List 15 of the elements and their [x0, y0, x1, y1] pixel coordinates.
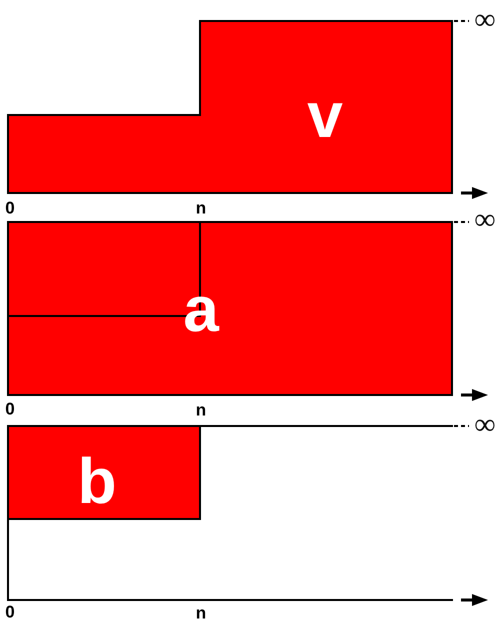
- infinity-symbol: ∞: [474, 5, 496, 35]
- rectangle-area: [7, 221, 453, 396]
- area-label: a: [183, 277, 219, 341]
- area-label: b: [77, 449, 117, 513]
- tick-label: n: [196, 402, 206, 418]
- infinity-symbol: ∞: [474, 410, 496, 440]
- tick-label: 0: [5, 400, 15, 418]
- tick-label: n: [196, 200, 206, 216]
- tick-label: n: [196, 604, 206, 622]
- infinity-symbol: ∞: [474, 205, 496, 235]
- rectangle-area: [7, 425, 201, 520]
- area-label: v: [307, 83, 343, 147]
- tick-label: 0: [5, 604, 15, 620]
- tick-label: 0: [5, 200, 15, 216]
- step-area: [7, 20, 453, 194]
